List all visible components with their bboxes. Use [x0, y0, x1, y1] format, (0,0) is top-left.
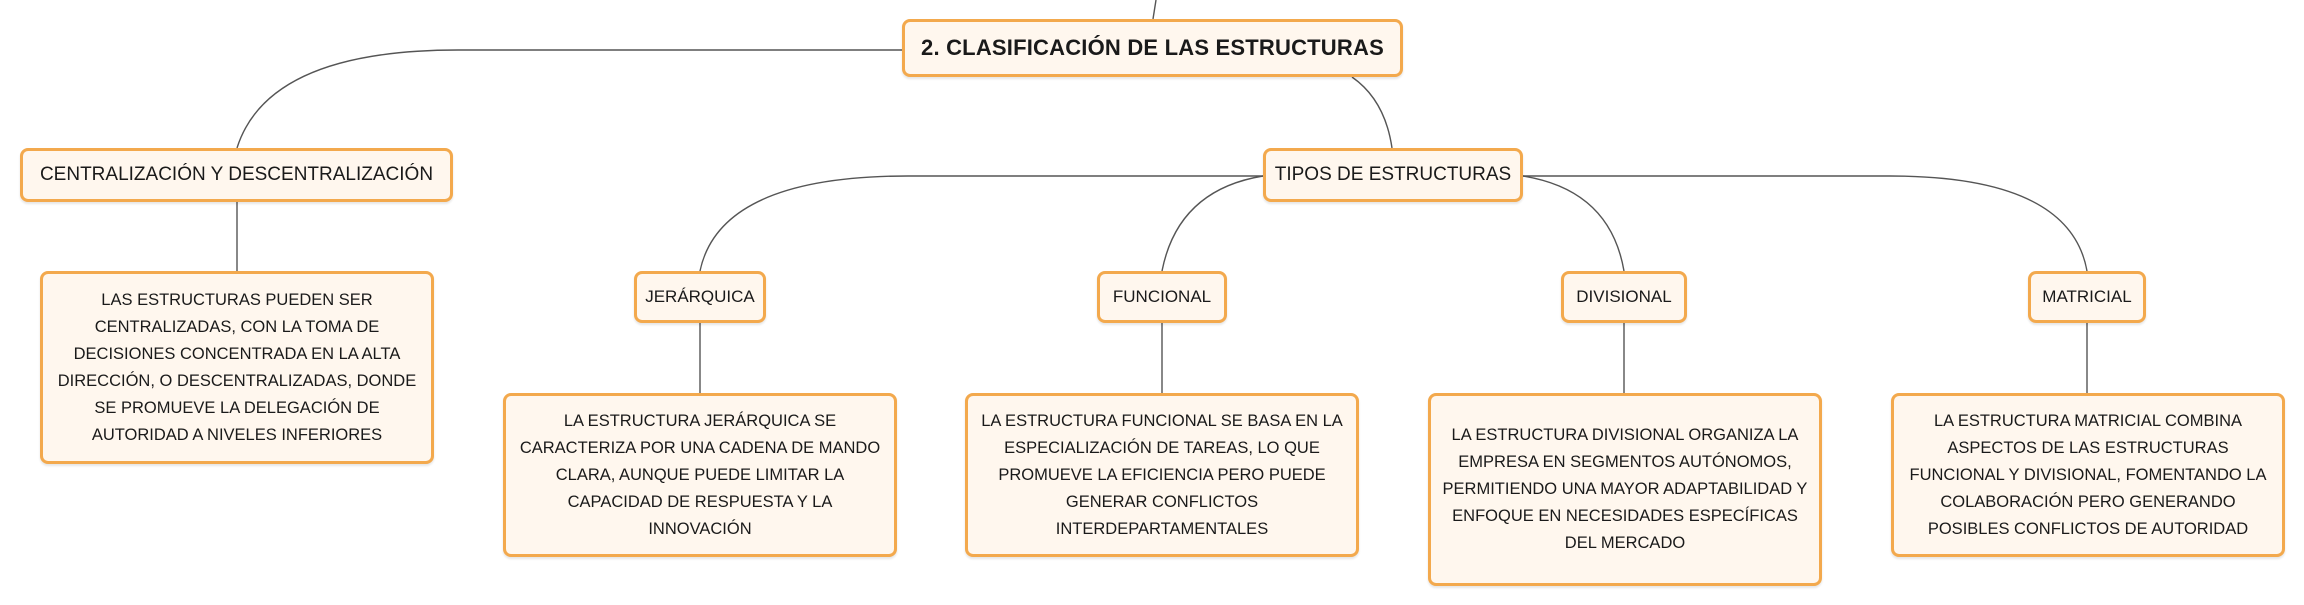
connector-parent-root	[1152, 0, 1157, 20]
matricial-node[interactable]: MATRICIAL	[2028, 271, 2146, 323]
funcional-description: LA ESTRUCTURA FUNCIONAL SE BASA EN LA ES…	[981, 411, 1343, 538]
funcional-description-node[interactable]: LA ESTRUCTURA FUNCIONAL SE BASA EN LA ES…	[965, 393, 1359, 557]
jerarquica-description-node[interactable]: LA ESTRUCTURA JERÁRQUICA SE CARACTERIZA …	[503, 393, 897, 557]
jerarquica-label: JERÁRQUICA	[645, 287, 755, 306]
connector-tipos-jerarquica	[699, 175, 1263, 272]
connector-tipos-divisional	[1522, 175, 1625, 272]
jerarquica-description: LA ESTRUCTURA JERÁRQUICA SE CARACTERIZA …	[519, 411, 881, 538]
tipos-estructuras-node[interactable]: TIPOS DE ESTRUCTURAS	[1263, 148, 1523, 202]
divisional-node[interactable]: DIVISIONAL	[1561, 271, 1687, 323]
connector-tipos-funcional	[1161, 175, 1264, 272]
matricial-description: LA ESTRUCTURA MATRICIAL COMBINA ASPECTOS…	[1909, 411, 2267, 538]
connector-root-tipos	[1351, 76, 1393, 149]
root-topic-node[interactable]: 2. CLASIFICACIÓN DE LAS ESTRUCTURAS	[902, 19, 1403, 77]
centralizacion-node[interactable]: CENTRALIZACIÓN Y DESCENTRALIZACIÓN	[20, 148, 453, 202]
centralizacion-description: LAS ESTRUCTURAS PUEDEN SER CENTRALIZADAS…	[57, 290, 417, 444]
divisional-description: LA ESTRUCTURA DIVISIONAL ORGANIZA LA EMP…	[1442, 426, 1808, 552]
centralizacion-label: CENTRALIZACIÓN Y DESCENTRALIZACIÓN	[39, 164, 434, 185]
funcional-label: FUNCIONAL	[1112, 287, 1212, 306]
connector-root-centralizacion	[236, 49, 902, 149]
root-topic-label: 2. CLASIFICACIÓN DE LAS ESTRUCTURAS	[921, 35, 1384, 60]
jerarquica-node[interactable]: JERÁRQUICA	[634, 271, 766, 323]
divisional-label: DIVISIONAL	[1576, 287, 1672, 306]
connector-tipos-matricial	[1523, 175, 2088, 272]
funcional-node[interactable]: FUNCIONAL	[1097, 271, 1227, 323]
tipos-estructuras-label: TIPOS DE ESTRUCTURAS	[1274, 164, 1512, 185]
matricial-label: MATRICIAL	[2042, 287, 2132, 306]
centralizacion-description-node[interactable]: LAS ESTRUCTURAS PUEDEN SER CENTRALIZADAS…	[40, 271, 434, 464]
matricial-description-node[interactable]: LA ESTRUCTURA MATRICIAL COMBINA ASPECTOS…	[1891, 393, 2285, 557]
divisional-description-node[interactable]: LA ESTRUCTURA DIVISIONAL ORGANIZA LA EMP…	[1428, 393, 1822, 586]
